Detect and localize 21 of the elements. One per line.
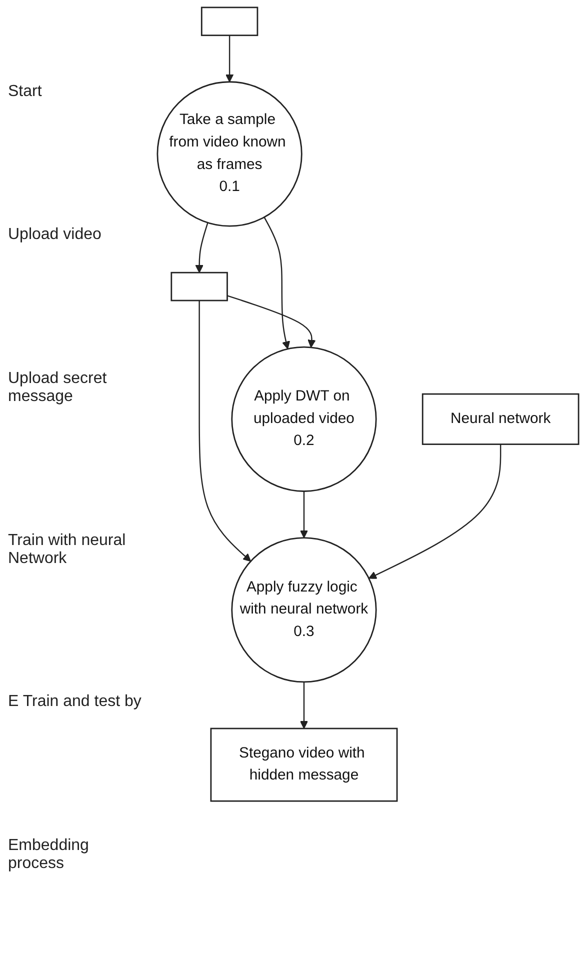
side-label: E Train and test by <box>8 693 142 712</box>
node-box: Neural network <box>422 393 580 445</box>
side-label: Upload video <box>8 226 102 244</box>
side-label: Upload secret message <box>8 370 108 406</box>
side-label: Embedding process <box>8 837 90 874</box>
side-label: Train with neural Network <box>8 532 127 568</box>
arrow <box>195 222 208 273</box>
side-label: Start <box>8 82 43 101</box>
arrow <box>225 35 234 82</box>
node-circle: Apply DWT on uploaded video 0.2 <box>231 346 377 492</box>
arrow <box>264 216 290 350</box>
arrow <box>198 300 252 562</box>
arrow <box>300 491 308 538</box>
arrow <box>227 295 316 348</box>
arrow <box>300 682 308 729</box>
node-box <box>170 272 228 302</box>
node-circle: Take a sample from video known as frames 0.1 <box>156 81 302 227</box>
node-circle: Apply fuzzy logic with neural network 0.3 <box>231 537 377 683</box>
node-box: Stegano video with hidden message <box>210 728 398 802</box>
arrow <box>368 444 502 579</box>
node-box <box>200 6 258 36</box>
